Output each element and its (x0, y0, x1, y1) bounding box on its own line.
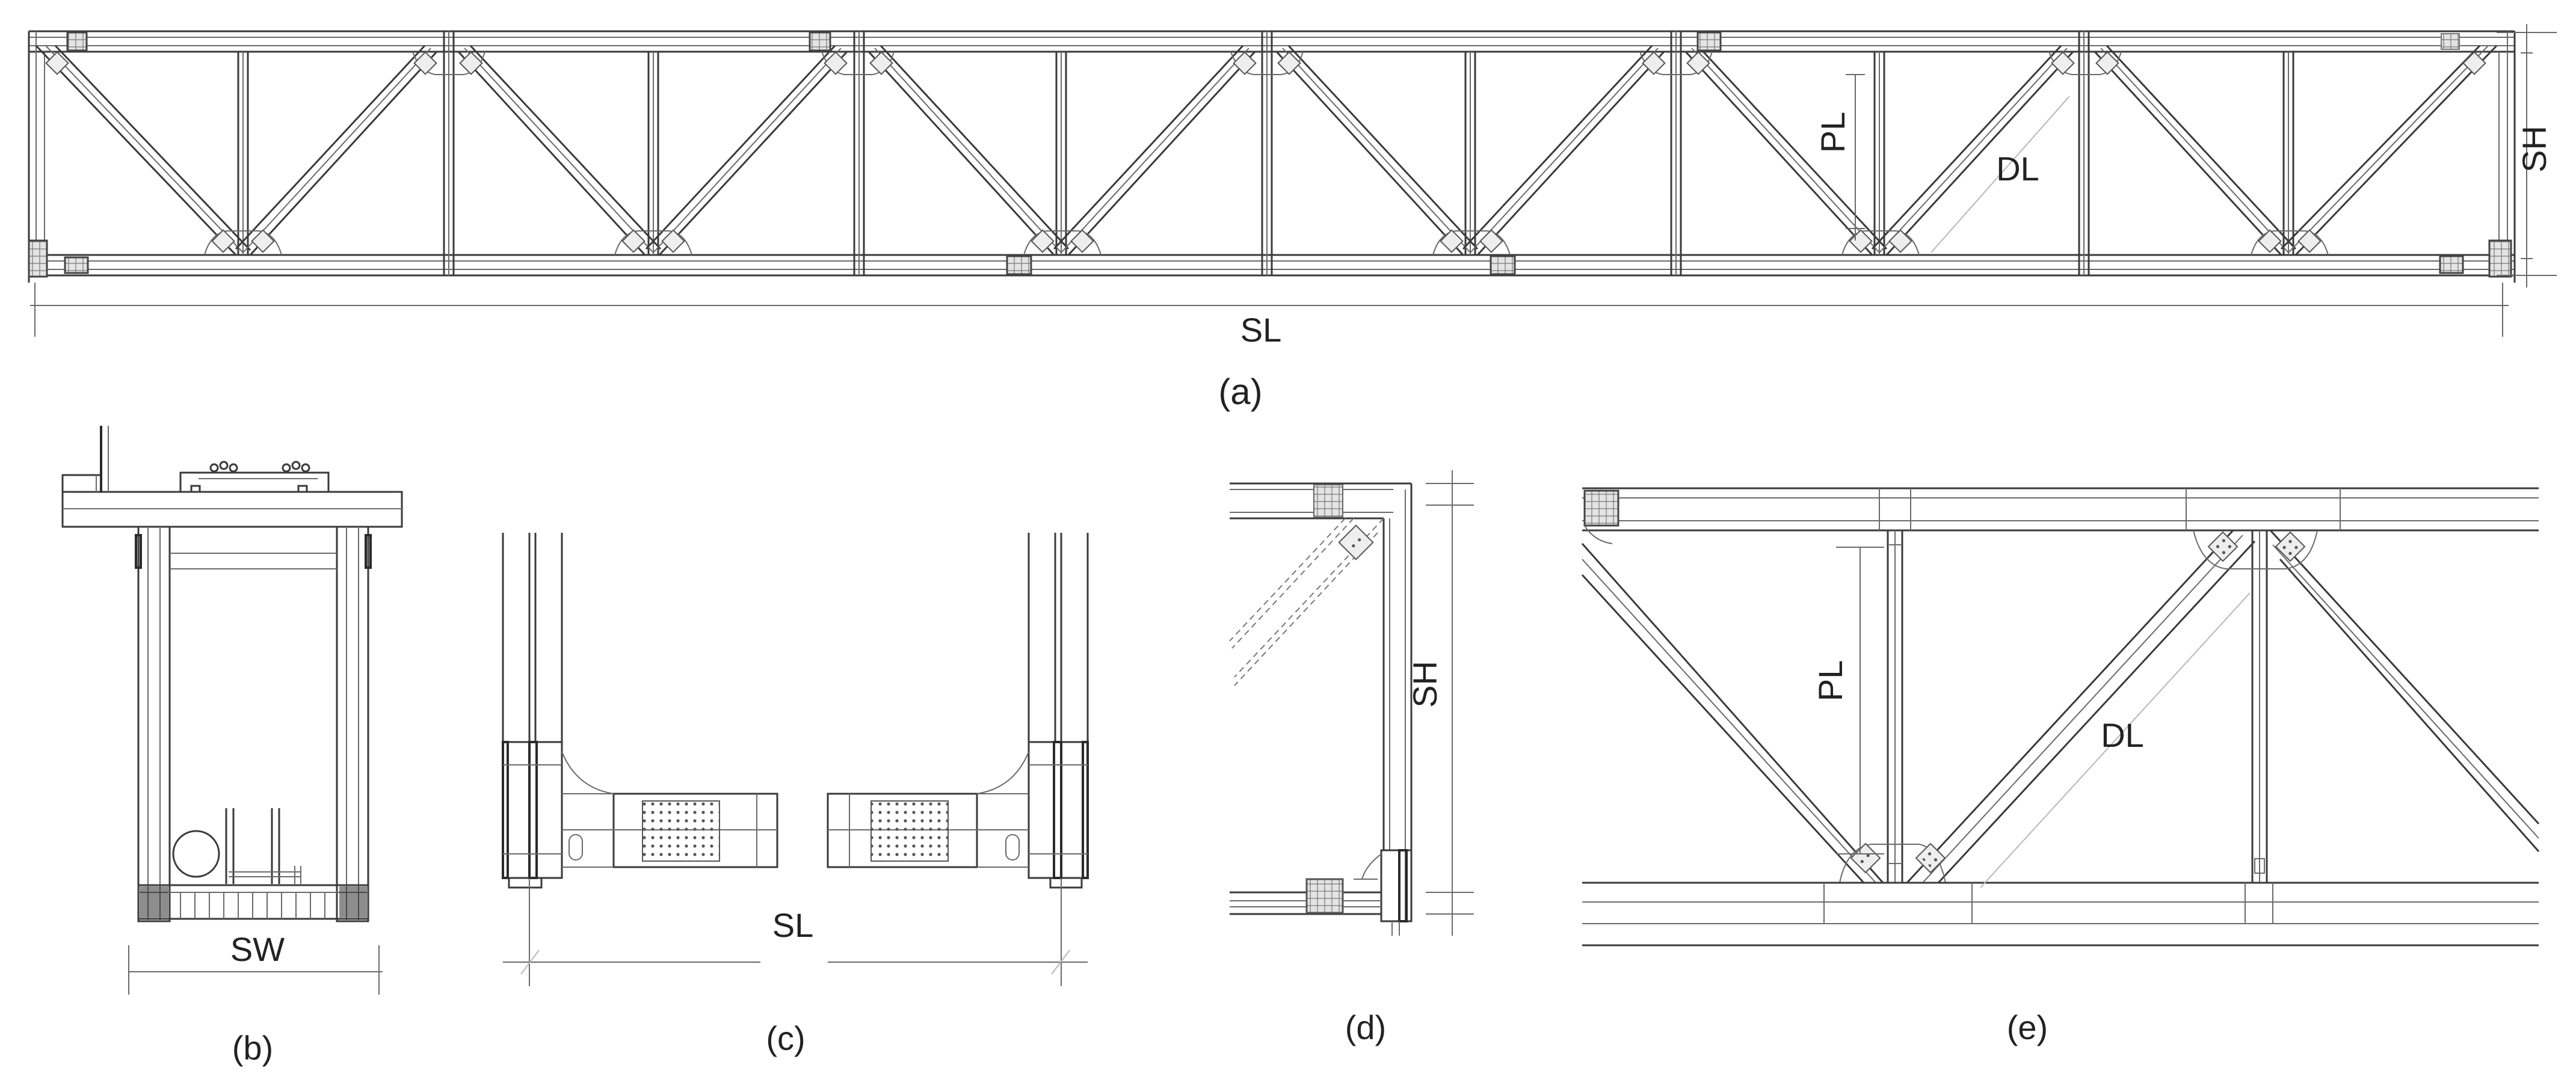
side-posts (135, 526, 372, 922)
caption-a: (a) (1218, 372, 1262, 412)
dimension-lines-e (1836, 547, 2251, 888)
sw-label-b: SW (230, 930, 285, 968)
deck (61, 426, 403, 528)
bolt-groups (45, 51, 2486, 253)
vertical-members (237, 31, 2294, 275)
dl-label-a: DL (1996, 150, 2039, 188)
diagonal-members (35, 44, 2498, 256)
view-e-panel-detail: PL DL (e) (1581, 487, 2540, 1046)
sh-label-a: SH (2515, 126, 2553, 173)
end-post-top-chord (1230, 482, 1411, 520)
dl-label-e: DL (2101, 716, 2144, 754)
sl-label-c: SL (772, 906, 814, 944)
sl-label-a: SL (1240, 311, 1282, 349)
chord-splices (28, 31, 2512, 278)
caption-b: (b) (232, 1029, 273, 1067)
right-end (827, 533, 1089, 986)
panel-diagonals (1581, 529, 2540, 884)
panel-vertical-left (1887, 530, 1903, 883)
end-post-column (1361, 483, 1413, 936)
pl-label-a: PL (1814, 112, 1852, 153)
dimension-lines-b (128, 945, 383, 995)
view-c-plan-detail: SL (c) (502, 533, 1089, 1057)
caption-e: (e) (2007, 1008, 2048, 1046)
caption-c: (c) (766, 1019, 805, 1057)
sh-label-d: SH (1406, 661, 1444, 708)
end-post-bottom-chord (1230, 878, 1381, 915)
floor-grating (137, 808, 369, 920)
view-d-end-post: SH (d) (1229, 470, 1474, 1046)
end-post-diagonal (1229, 518, 1384, 686)
left-end (502, 533, 778, 986)
panel-gussets (1839, 530, 2318, 883)
dimension-lines-a (30, 24, 2557, 337)
caption-d: (d) (1345, 1008, 1386, 1046)
dimension-lines-d (1426, 470, 1474, 936)
view-b-cross-section: SW (b) (61, 426, 403, 1067)
panel-vertical-right (2251, 530, 2268, 883)
panel-bottom-chord (1582, 882, 2539, 946)
panel-top-chord (1582, 487, 2539, 544)
view-a-elevation: SL SH PL DL (a) (28, 24, 2557, 412)
pl-label-e: PL (1811, 660, 1849, 702)
